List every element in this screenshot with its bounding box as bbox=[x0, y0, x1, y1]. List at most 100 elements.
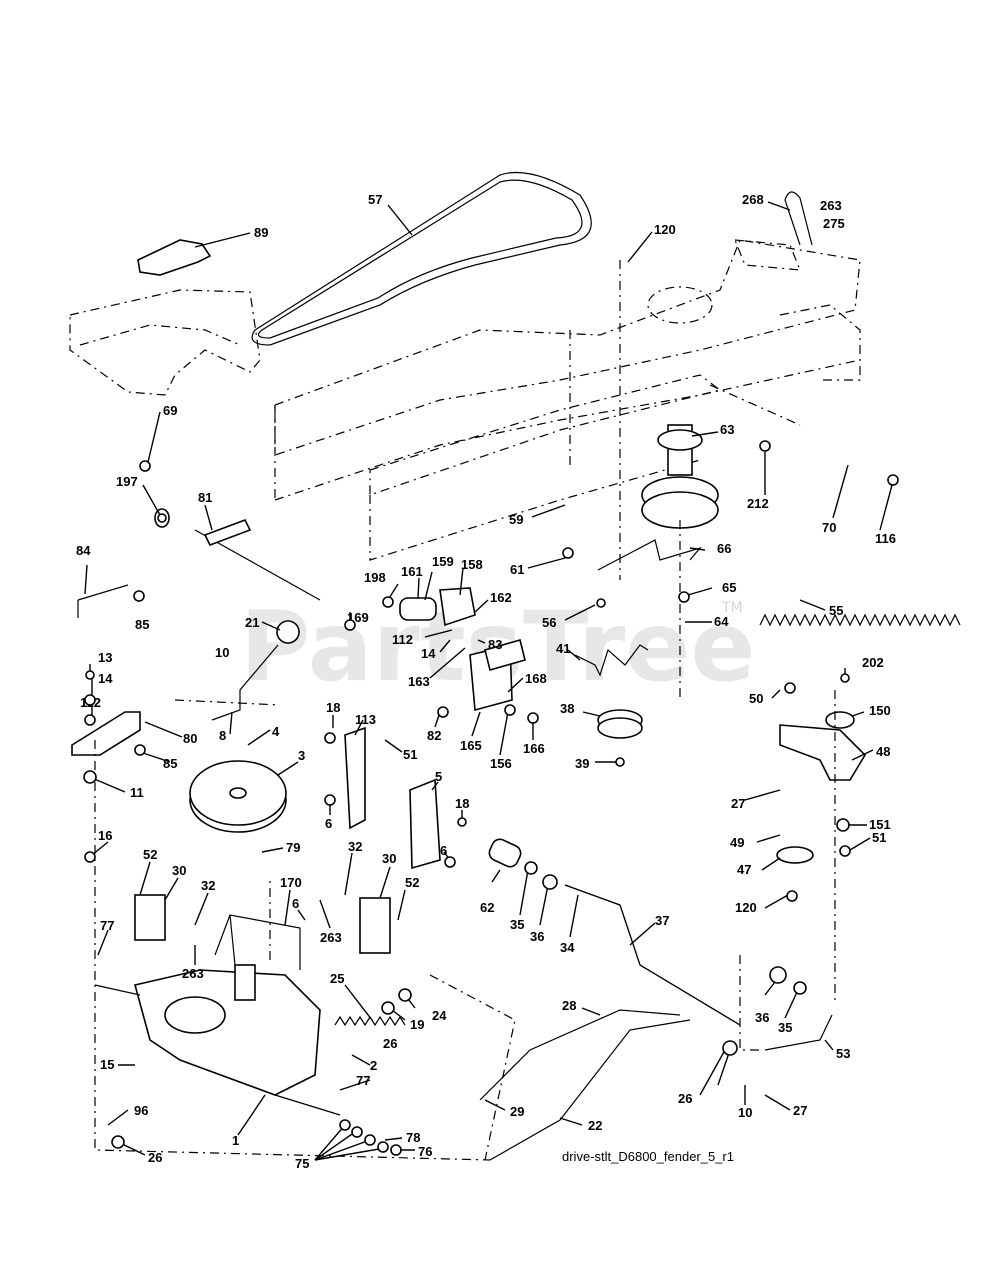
callout-28: 28 bbox=[562, 998, 576, 1013]
callout-18a: 18 bbox=[326, 700, 340, 715]
rod-34 bbox=[564, 884, 741, 1026]
callout-36a: 36 bbox=[530, 929, 544, 944]
callout-170: 170 bbox=[280, 875, 302, 890]
callout-51a: 51 bbox=[403, 747, 417, 762]
callout-112a: 112 bbox=[392, 632, 413, 647]
callout-198: 198 bbox=[364, 570, 386, 585]
callout-63: 63 bbox=[720, 422, 734, 437]
sleeve-62 bbox=[488, 838, 522, 868]
rod-53 bbox=[764, 1014, 833, 1051]
callout-263c: 263 bbox=[182, 966, 204, 981]
callout-89: 89 bbox=[254, 225, 268, 240]
callout-85a: 85 bbox=[135, 617, 149, 632]
callout-80: 80 bbox=[183, 731, 197, 746]
pulley-47 bbox=[776, 846, 814, 864]
bracket-170 bbox=[214, 914, 301, 970]
callout-159: 159 bbox=[432, 554, 454, 569]
callout-16: 16 bbox=[98, 828, 112, 843]
callout-263: 263 bbox=[820, 198, 842, 213]
callout-13: 13 bbox=[98, 650, 112, 665]
watermark-tm: TM bbox=[721, 600, 743, 616]
callout-78: 78 bbox=[406, 1130, 420, 1145]
callout-70: 70 bbox=[822, 520, 836, 535]
callout-51b: 51 bbox=[872, 830, 886, 845]
lever-66 bbox=[597, 539, 702, 571]
bracket-30-right bbox=[359, 897, 391, 954]
callout-81: 81 bbox=[198, 490, 212, 505]
callout-35b: 35 bbox=[778, 1020, 792, 1035]
callout-96: 96 bbox=[134, 1103, 148, 1118]
callout-14b: 14 bbox=[98, 671, 113, 686]
callout-66: 66 bbox=[717, 541, 731, 556]
rod-41 bbox=[574, 644, 649, 677]
frame-assembly bbox=[69, 239, 861, 561]
callout-57: 57 bbox=[368, 192, 382, 207]
callout-202: 202 bbox=[862, 655, 884, 670]
callout-labels: 57 89 120 268 263 275 69 63 197 81 212 7… bbox=[76, 192, 896, 1171]
callout-151: 151 bbox=[869, 817, 891, 832]
callout-113: 113 bbox=[355, 712, 376, 727]
callout-83: 83 bbox=[488, 637, 502, 652]
callout-56: 56 bbox=[542, 615, 556, 630]
callout-24: 24 bbox=[432, 1008, 447, 1023]
bracket-30-left bbox=[134, 894, 166, 941]
callout-52b: 52 bbox=[405, 875, 419, 890]
transaxle bbox=[94, 964, 341, 1116]
callout-37: 37 bbox=[655, 913, 669, 928]
callout-55: 55 bbox=[829, 603, 843, 618]
callout-268: 268 bbox=[742, 192, 764, 207]
callout-30a: 30 bbox=[172, 863, 186, 878]
callout-1: 1 bbox=[232, 1133, 239, 1148]
bracket-80 bbox=[71, 711, 141, 756]
callout-263b: 263 bbox=[320, 930, 342, 945]
callout-34: 34 bbox=[560, 940, 575, 955]
callout-197: 197 bbox=[116, 474, 138, 489]
callout-162: 162 bbox=[490, 590, 512, 605]
rod-84 bbox=[77, 584, 129, 618]
callout-75: 75 bbox=[295, 1156, 309, 1171]
callout-166: 166 bbox=[523, 741, 545, 756]
callout-6c: 6 bbox=[292, 896, 299, 911]
callout-26c: 26 bbox=[148, 1150, 162, 1165]
callout-77b: 77 bbox=[356, 1073, 370, 1088]
callout-39: 39 bbox=[575, 756, 589, 771]
callout-5: 5 bbox=[435, 769, 442, 784]
callout-11: 11 bbox=[130, 785, 144, 800]
callout-163: 163 bbox=[408, 674, 430, 689]
callout-48: 48 bbox=[876, 744, 890, 759]
callout-61: 61 bbox=[510, 562, 524, 577]
callout-6b: 6 bbox=[440, 843, 447, 858]
callout-32b: 32 bbox=[201, 878, 215, 893]
callout-150: 150 bbox=[869, 703, 891, 718]
bracket-48 bbox=[779, 724, 867, 781]
callout-35a: 35 bbox=[510, 917, 524, 932]
callout-161: 161 bbox=[401, 564, 423, 579]
callout-26b: 26 bbox=[678, 1091, 692, 1106]
shift-plate bbox=[137, 239, 212, 276]
rod-22 bbox=[489, 1019, 691, 1161]
callout-25: 25 bbox=[330, 971, 344, 986]
pulley-63 bbox=[641, 424, 719, 529]
callout-50: 50 bbox=[749, 691, 763, 706]
callout-69: 69 bbox=[163, 403, 177, 418]
callout-47: 47 bbox=[737, 862, 751, 877]
callout-36b: 36 bbox=[755, 1010, 769, 1025]
callout-2: 2 bbox=[370, 1058, 377, 1073]
callout-76: 76 bbox=[418, 1144, 432, 1159]
callout-64: 64 bbox=[714, 614, 729, 629]
bushing-150 bbox=[825, 711, 855, 729]
shift-lever bbox=[211, 644, 279, 721]
callout-38: 38 bbox=[560, 701, 574, 716]
callout-53: 53 bbox=[836, 1046, 850, 1061]
rod-28 bbox=[479, 1009, 681, 1101]
main-pulley bbox=[189, 760, 287, 833]
callout-29: 29 bbox=[510, 1104, 524, 1119]
callout-6a: 6 bbox=[325, 816, 332, 831]
callout-27a: 27 bbox=[731, 796, 745, 811]
callout-165: 165 bbox=[460, 738, 482, 753]
callout-85b: 85 bbox=[163, 756, 177, 771]
spring-55 bbox=[759, 613, 961, 627]
callout-168: 168 bbox=[525, 671, 547, 686]
callout-8: 8 bbox=[219, 728, 226, 743]
